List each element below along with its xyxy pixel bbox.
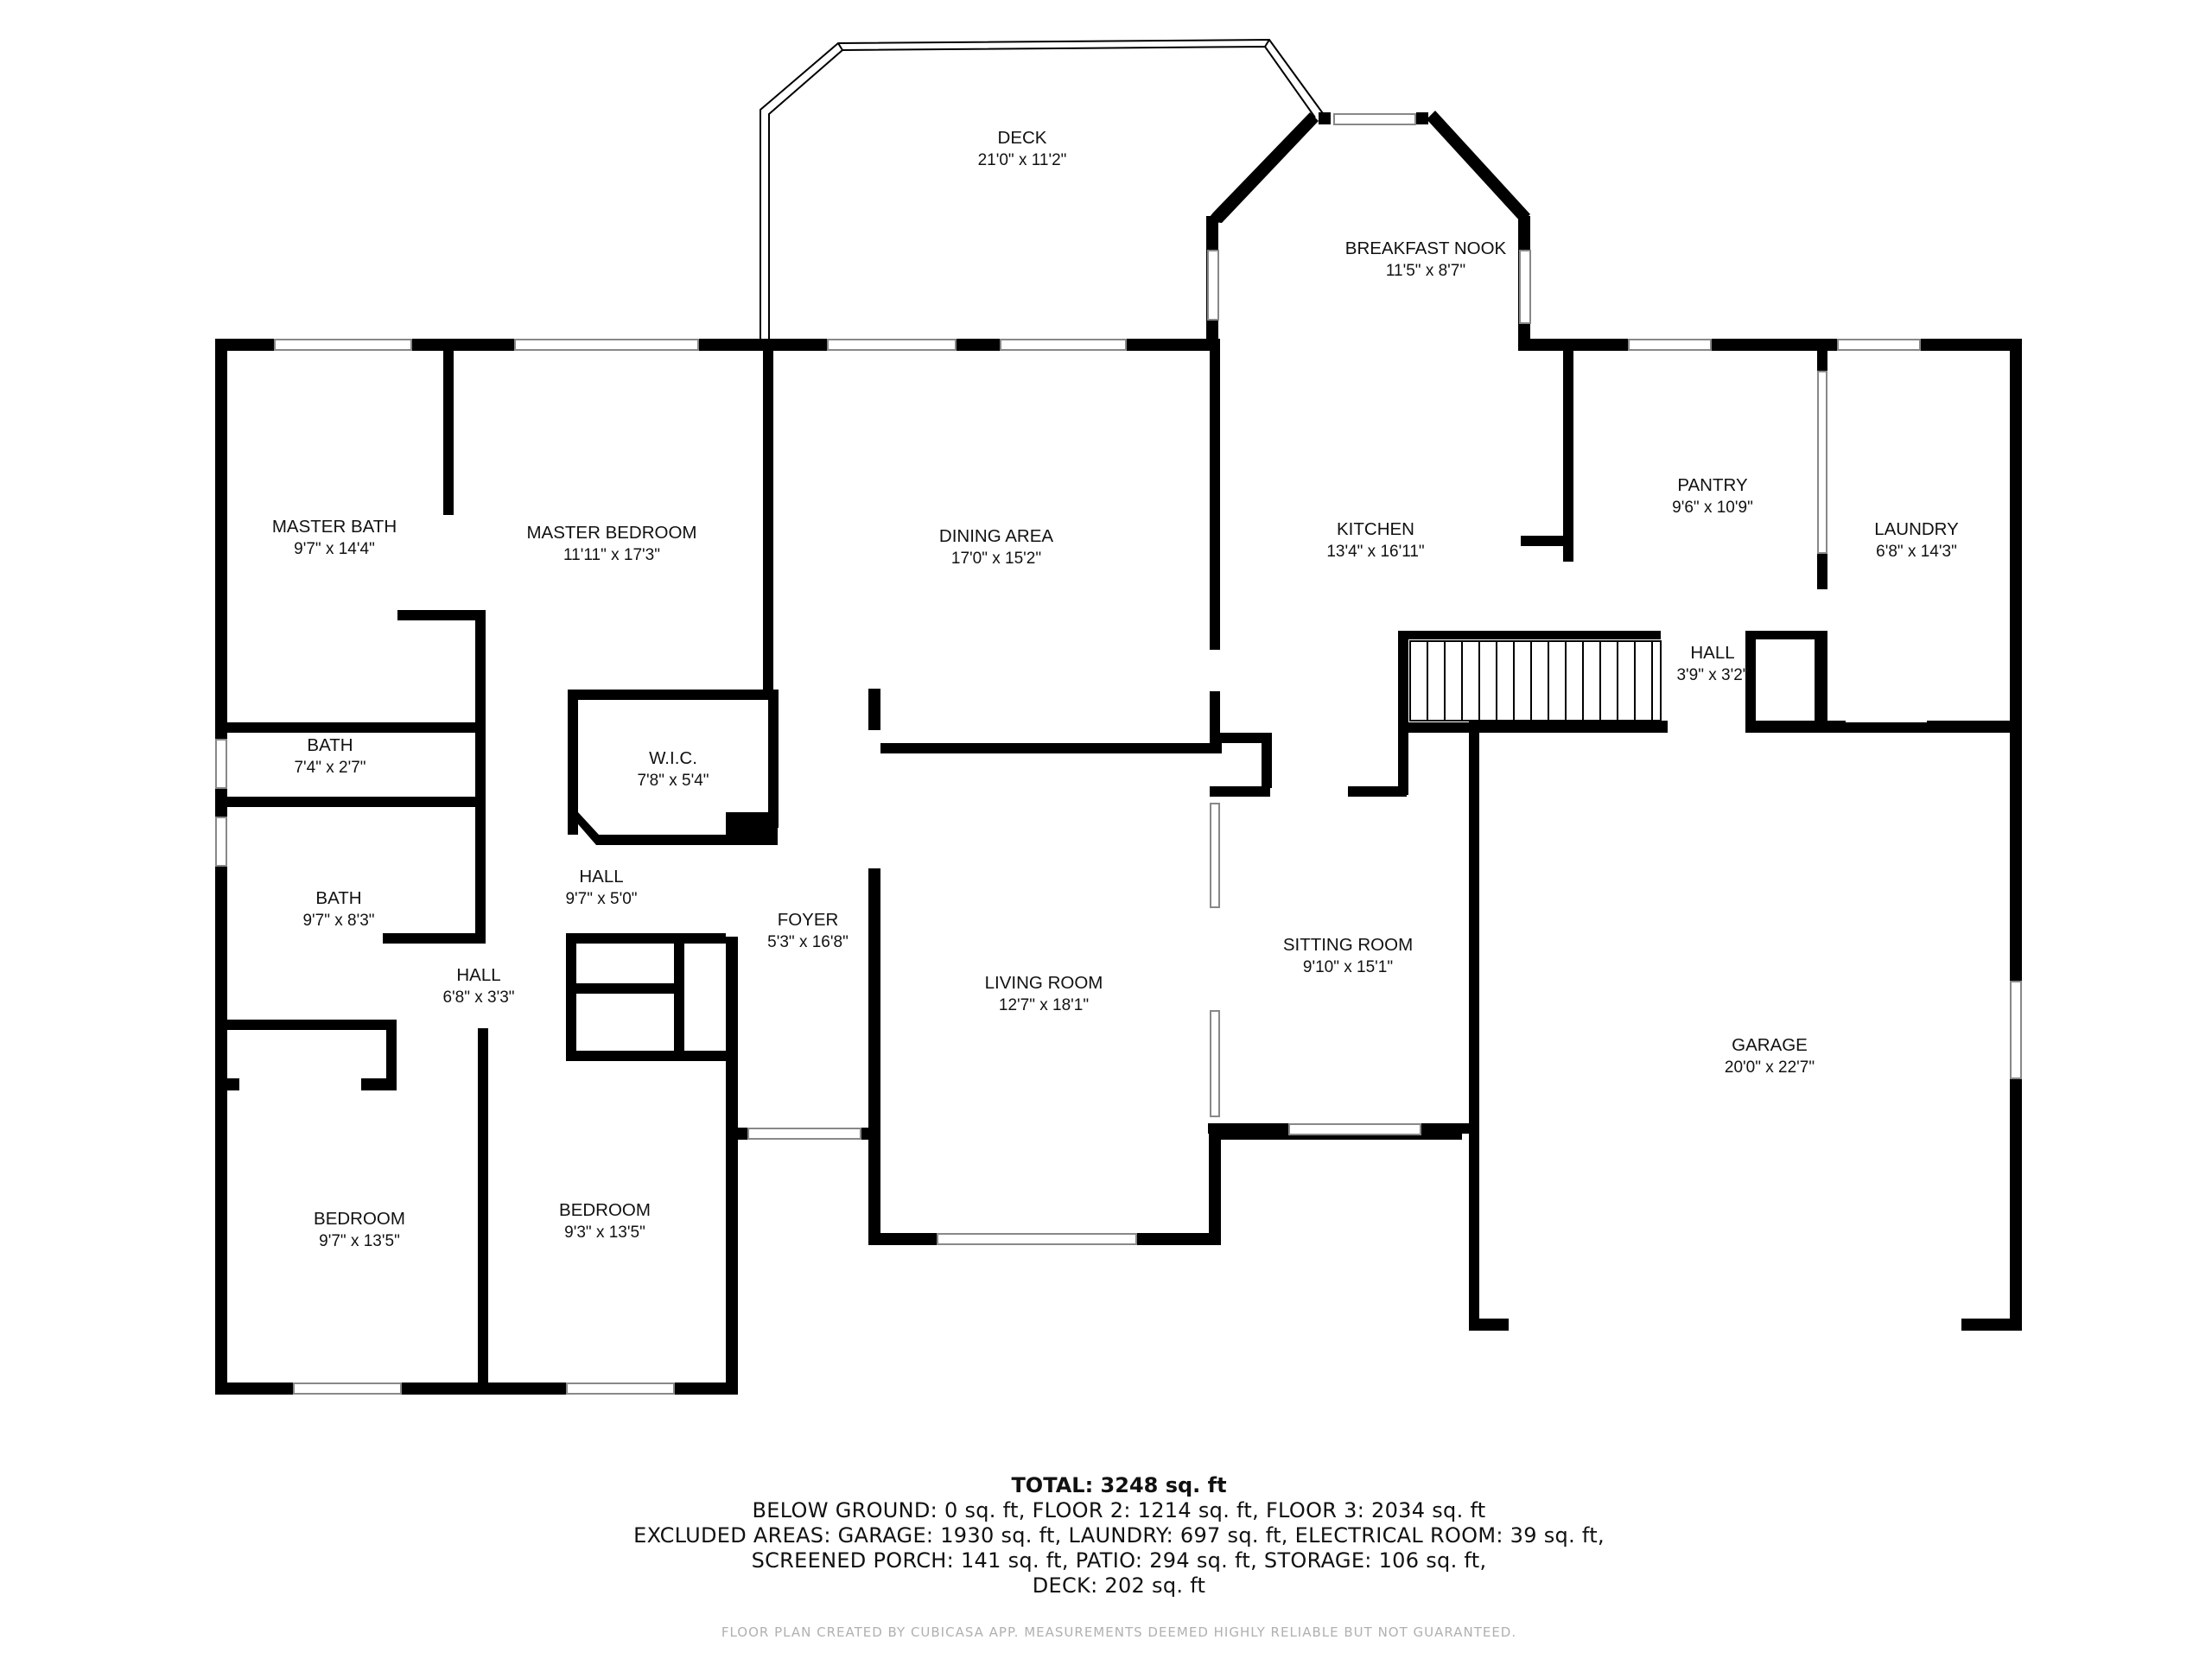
room-master-bath-name: MASTER BATH <box>272 517 397 537</box>
room-wic-dim: 7'8" x 5'4" <box>637 772 709 790</box>
room-bath-name: BATH <box>315 888 361 908</box>
room-pantry: PANTRY 9'6" x 10'9" <box>1672 475 1753 517</box>
room-master-bedroom: MASTER BEDROOM 11'11" x 17'3" <box>526 523 696 564</box>
summary-line-1: BELOW GROUND: 0 sq. ft, FLOOR 2: 1214 sq… <box>753 1498 1486 1522</box>
room-bedroom-right: BEDROOM 9'3" x 13'5" <box>559 1200 651 1242</box>
room-garage: GARAGE 20'0" x 22'7" <box>1725 1035 1815 1077</box>
summary-line-2: EXCLUDED AREAS: GARAGE: 1930 sq. ft, LAU… <box>633 1523 1605 1548</box>
room-bath-small-name: BATH <box>307 735 353 755</box>
room-foyer-name: FOYER <box>778 910 839 930</box>
room-master-bedroom-name: MASTER BEDROOM <box>526 523 696 543</box>
summary-line-4: DECK: 202 sq. ft <box>1033 1573 1206 1598</box>
room-laundry-dim: 6'8" x 14'3" <box>1876 543 1957 561</box>
room-sitting-room: SITTING ROOM 9'10" x 15'1" <box>1283 935 1413 976</box>
room-breakfast-nook: BREAKFAST NOOK 11'5" x 8'7" <box>1345 238 1507 280</box>
room-master-bath: MASTER BATH 9'7" x 14'4" <box>272 517 397 558</box>
room-foyer: FOYER 5'3" x 16'8" <box>767 910 849 951</box>
room-hall-small: HALL 6'8" x 3'3" <box>442 965 514 1007</box>
deck-outline <box>760 38 1325 342</box>
room-bedroom-right-dim: 9'3" x 13'5" <box>564 1224 645 1242</box>
room-bath: BATH 9'7" x 8'3" <box>302 888 374 930</box>
stairs <box>1409 640 1662 721</box>
room-wic: W.I.C. 7'8" x 5'4" <box>637 748 709 790</box>
room-sitting-room-dim: 9'10" x 15'1" <box>1303 958 1393 976</box>
room-wic-name: W.I.C. <box>649 748 697 768</box>
room-hall-mid-name: HALL <box>579 867 623 887</box>
room-hall-top: HALL 3'9" x 3'2" <box>1676 643 1748 684</box>
room-bath-small-dim: 7'4" x 2'7" <box>294 759 365 777</box>
summary-total: TOTAL: 3248 sq. ft <box>1011 1473 1226 1497</box>
room-bedroom-left-dim: 9'7" x 13'5" <box>319 1232 400 1250</box>
room-pantry-dim: 9'6" x 10'9" <box>1672 499 1753 517</box>
room-living-room-dim: 12'7" x 18'1" <box>999 996 1089 1014</box>
disclaimer: FLOOR PLAN CREATED BY CUBICASA APP. MEAS… <box>721 1624 1516 1640</box>
room-bath-dim: 9'7" x 8'3" <box>302 912 374 930</box>
room-kitchen: KITCHEN 13'4" x 16'11" <box>1326 519 1424 561</box>
room-pantry-name: PANTRY <box>1677 475 1748 495</box>
room-laundry: LAUNDRY 6'8" x 14'3" <box>1874 519 1959 561</box>
room-bedroom-right-name: BEDROOM <box>559 1200 651 1220</box>
room-breakfast-nook-dim: 11'5" x 8'7" <box>1386 262 1465 280</box>
walls <box>215 111 2022 1395</box>
room-kitchen-dim: 13'4" x 16'11" <box>1326 543 1424 561</box>
room-living-room: LIVING ROOM 12'7" x 18'1" <box>985 973 1103 1014</box>
room-hall-top-name: HALL <box>1690 643 1734 663</box>
room-deck-name: DECK <box>998 128 1047 148</box>
room-hall-mid: HALL 9'7" x 5'0" <box>565 867 637 908</box>
room-hall-small-dim: 6'8" x 3'3" <box>442 988 514 1007</box>
room-deck-dim: 21'0" x 11'2" <box>978 151 1067 169</box>
room-breakfast-nook-name: BREAKFAST NOOK <box>1345 238 1507 258</box>
room-kitchen-name: KITCHEN <box>1337 519 1414 539</box>
room-foyer-dim: 5'3" x 16'8" <box>767 933 849 951</box>
room-bath-small: BATH 7'4" x 2'7" <box>294 735 365 777</box>
area-summary: TOTAL: 3248 sq. ft BELOW GROUND: 0 sq. f… <box>633 1473 1605 1598</box>
room-sitting-room-name: SITTING ROOM <box>1283 935 1413 955</box>
room-garage-dim: 20'0" x 22'7" <box>1725 1058 1815 1077</box>
room-hall-mid-dim: 9'7" x 5'0" <box>565 890 637 908</box>
room-garage-name: GARAGE <box>1732 1035 1808 1055</box>
room-living-room-name: LIVING ROOM <box>985 973 1103 993</box>
room-hall-small-name: HALL <box>456 965 500 985</box>
room-bedroom-left: BEDROOM 9'7" x 13'5" <box>314 1209 405 1250</box>
room-master-bedroom-dim: 11'11" x 17'3" <box>563 546 660 564</box>
room-deck: DECK 21'0" x 11'2" <box>978 128 1067 169</box>
room-bedroom-left-name: BEDROOM <box>314 1209 405 1229</box>
room-hall-top-dim: 3'9" x 3'2" <box>1676 666 1748 684</box>
room-laundry-name: LAUNDRY <box>1874 519 1959 539</box>
room-dining-area-name: DINING AREA <box>939 526 1053 546</box>
windows <box>215 113 2022 1395</box>
room-dining-area: DINING AREA 17'0" x 15'2" <box>939 526 1053 568</box>
summary-line-3: SCREENED PORCH: 141 sq. ft, PATIO: 294 s… <box>752 1548 1487 1573</box>
room-dining-area-dim: 17'0" x 15'2" <box>951 550 1041 568</box>
room-master-bath-dim: 9'7" x 14'4" <box>294 540 375 558</box>
